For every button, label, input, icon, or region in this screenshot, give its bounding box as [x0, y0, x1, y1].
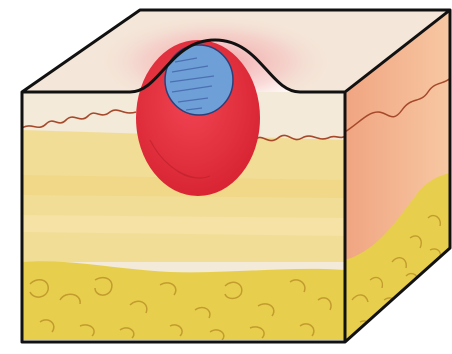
nodule-core — [165, 45, 233, 115]
subcutaneous-fat — [22, 261, 345, 342]
